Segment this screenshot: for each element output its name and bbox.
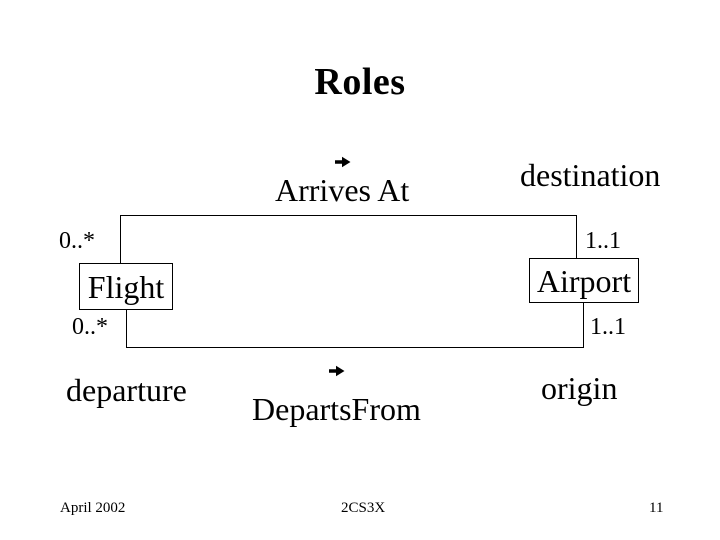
departure-role-label: departure [66,372,187,408]
footer-date: April 2002 [60,500,126,516]
origin-role-label: origin [541,370,618,406]
departs-airport-multiplicity: 1..1 [590,314,626,340]
arrives-airport-multiplicity: 1..1 [585,228,621,254]
flight-class-box: Flight [79,263,173,310]
destination-role-label: destination [520,157,661,193]
departs-association-line [126,347,584,348]
arrives-association-line [120,215,577,216]
departs-association-line-flight-stub [126,310,127,347]
arrives-association-name: Arrives At [275,172,410,208]
footer-course-code: 2CS3X [341,500,386,516]
flight-class-name: Flight [87,268,165,305]
right-arrow-icon [335,156,351,168]
arrives-association-line-flight-stub [120,215,121,263]
departs-association-name: DepartsFrom [252,391,421,427]
departs-association-line-airport-stub [583,303,584,347]
airport-class-box: Airport [529,258,639,303]
airport-class-name: Airport [536,262,632,299]
arrives-flight-multiplicity: 0..* [59,228,95,254]
departs-flight-multiplicity: 0..* [72,314,108,340]
slide-title: Roles [314,61,406,103]
footer-page-number: 11 [649,500,664,516]
arrives-association-line-airport-stub [576,215,577,258]
right-arrow-icon [329,365,345,377]
